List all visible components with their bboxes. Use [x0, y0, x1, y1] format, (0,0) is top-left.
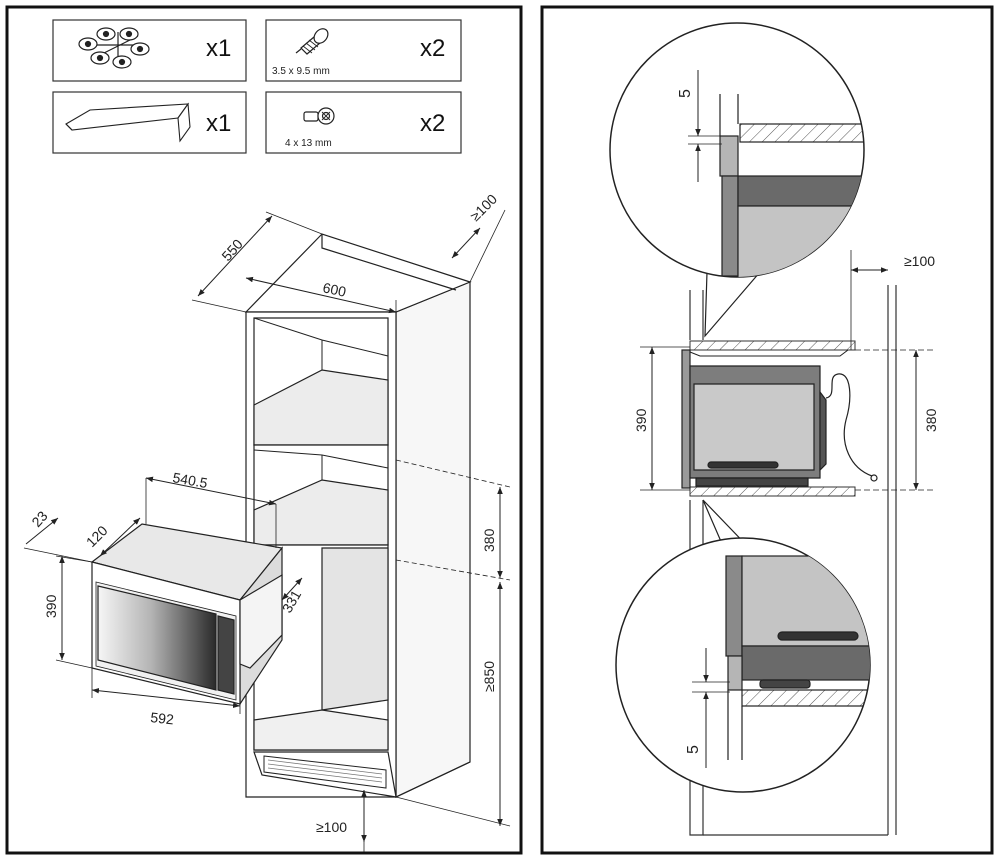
accessory-box-screw-small: 3.5 x 9.5 mm x2: [265, 19, 462, 82]
dim-base-height: ≥850: [481, 661, 497, 692]
accessory-box-feet: x1: [52, 19, 247, 82]
dim-right-rear-gap: ≥100: [904, 253, 935, 269]
accessory-spec-2: 3.5 x 9.5 mm: [272, 66, 330, 77]
oven-section: [681, 349, 878, 489]
dim-niche-height: 380: [481, 528, 497, 552]
accessory-qty-4: x2: [420, 110, 445, 137]
oven-unit: [90, 523, 284, 707]
dim-oven-depth: 540.5: [171, 469, 208, 491]
feet-icon: [78, 27, 150, 69]
right-dimension-lines: [640, 250, 934, 491]
screw-icon: [295, 28, 329, 55]
dim-oven-width: 592: [150, 709, 175, 727]
accessory-qty-1: x1: [206, 35, 231, 62]
accessory-box-screw-large: 4 x 13 mm x2: [265, 91, 462, 154]
accessory-box-bracket: x1: [52, 91, 247, 154]
accessory-spec-4: 4 x 13 mm: [285, 138, 332, 149]
left-dimension-lines: [23, 209, 511, 852]
dim-right-oven-height: 390: [633, 408, 649, 432]
bracket-icon: [65, 102, 191, 143]
washer-screw-icon: [303, 107, 335, 125]
dim-right-niche-height: 380: [923, 408, 939, 432]
right-panel: ≥100 390 380 5: [540, 5, 994, 855]
tall-cabinet: [244, 233, 472, 798]
accessory-qty-3: x1: [206, 110, 231, 137]
lower-shelf: [689, 486, 856, 497]
left-panel: x1 3.5 x 9.5 mm x2 x1: [5, 5, 523, 855]
dim-top-gap: 5: [677, 89, 694, 98]
accessory-qty-2: x2: [420, 35, 445, 62]
dim-floor-gap: ≥100: [316, 819, 347, 835]
upper-shelf: [689, 340, 856, 351]
dim-bottom-gap: 5: [685, 745, 702, 754]
bottom-detail-callout: 5: [615, 499, 871, 793]
dim-oven-height: 390: [43, 594, 59, 618]
dim-cabinet-width: 600: [321, 279, 347, 300]
right-dimension-labels: ≥100 390 380: [633, 253, 939, 432]
